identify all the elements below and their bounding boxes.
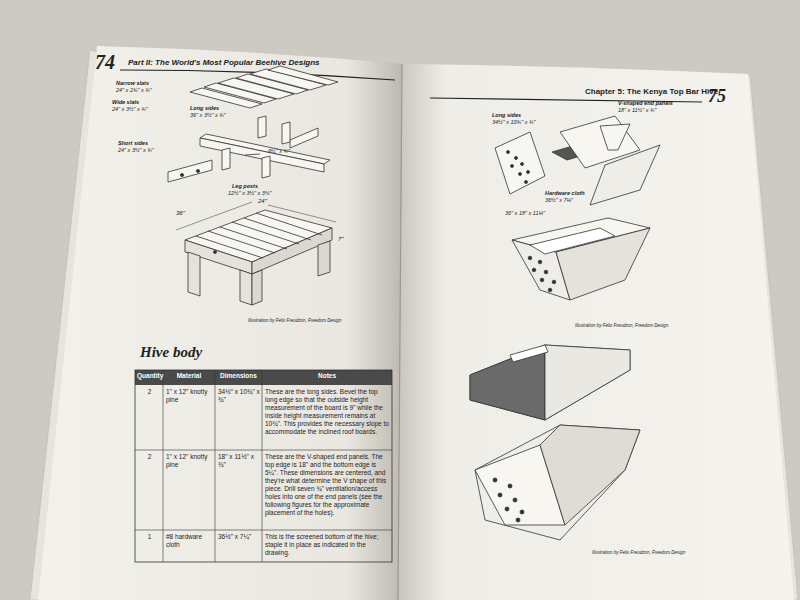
table-cell: #8 hardware cloth — [166, 533, 213, 549]
part-name: Narrow slats — [116, 80, 149, 87]
part-name: Leg posts — [232, 183, 258, 190]
table-grid — [135, 370, 392, 562]
dimension: 34½" x 10¾" x ¾" — [492, 119, 535, 126]
trough-assembled — [512, 218, 650, 300]
dimension: 36" x 18" x 11¼" — [505, 210, 545, 217]
dimension: 9½" x ¾" — [268, 148, 290, 155]
table-header: Material — [165, 372, 213, 380]
table-header: Quantity — [137, 372, 162, 380]
dimension: 36" — [176, 210, 185, 217]
part-name: Short sides — [118, 140, 148, 147]
part-name: Long sides — [190, 105, 219, 112]
dimension: 36½" x 7¼" — [545, 197, 573, 204]
trough-exploded — [495, 116, 660, 205]
credit-line: Illustration by Felix Freudzon, Freedom … — [592, 550, 685, 555]
table-cell: 2 — [137, 388, 162, 396]
dimension: 12½" x 3½" x 3½" — [228, 190, 271, 197]
table-cell: 1" x 12" knotty pine — [166, 388, 213, 404]
credit-line: Illustration by Felix Freudzon, Freedom … — [248, 318, 341, 323]
table-cell: 34½" x 10¾" x ¾" — [218, 388, 260, 404]
table-cell: These are the V-shaped end panels. The t… — [265, 453, 389, 517]
dimension: 7" — [338, 236, 343, 243]
dimension: 24" x 3½" x ¾" — [112, 106, 148, 113]
table-cell: These are the long sides. Bevel the top … — [265, 388, 389, 436]
dimension: 24" x 2¾" x ¾" — [116, 87, 152, 94]
stand-assembled — [176, 202, 336, 305]
stand-exploded — [168, 66, 338, 182]
section-heading: Hive body — [140, 343, 202, 361]
table-cell: 18" x 11½" x ¾" — [218, 453, 260, 469]
dimension: 36" x 3½" x ¾" — [190, 112, 226, 119]
running-head: Chapter 5: The Kenya Top Bar Hive — [585, 87, 718, 97]
trough-views — [470, 345, 640, 540]
part-name: V-shaped end panels — [618, 100, 673, 107]
part-name: Hardware cloth — [545, 190, 585, 197]
table-cell: 1" x 12" knotty pine — [166, 453, 213, 469]
gutter — [398, 64, 402, 600]
credit-line: Illustration by Felix Freudzon, Freedom … — [575, 323, 668, 328]
page-number: 74 — [95, 50, 115, 74]
right-page — [398, 64, 794, 600]
table-cell: 1 — [137, 533, 162, 541]
dimension: 24" x 3½" x ¾" — [118, 147, 154, 154]
dimension: 18" x 11½" x ¾" — [618, 107, 656, 114]
table-header: Notes — [264, 372, 390, 380]
table-cell: 36½" x 7¼" — [218, 533, 260, 541]
part-name: Long sides — [492, 112, 521, 119]
dimension: 24" — [258, 198, 267, 205]
left-page — [38, 46, 402, 600]
page-number: 75 — [708, 86, 726, 108]
table-cell: 2 — [137, 453, 162, 461]
running-head: Part II: The World's Most Popular Beehiv… — [128, 58, 320, 68]
part-name: Wide slats — [112, 99, 139, 106]
table-header: Dimensions — [217, 372, 260, 380]
table-cell: This is the screened bottom of the hive;… — [265, 533, 389, 557]
